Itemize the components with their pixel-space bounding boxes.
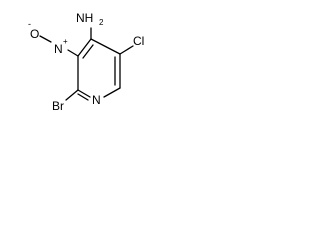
bond-c6-n1 [103, 87, 121, 98]
bond-c3-nitro [67, 49, 79, 57]
bond-c5-cl [119, 45, 134, 55]
amine-subscript: 2 [99, 18, 104, 27]
bond-c2-br [65, 89, 79, 101]
molecule-drawing: NH 2 Cl N + O - N Br [28, 11, 144, 113]
bond-n1-c2 [77, 89, 91, 98]
bromine-label: Br [52, 99, 64, 113]
chlorine-label: Cl [133, 34, 144, 48]
bond-nitro-o [39, 35, 52, 43]
amine-label: NH [76, 11, 93, 25]
nitro-oxygen-charge: - [28, 19, 31, 29]
bond-c3-c4 [77, 38, 92, 57]
bond-c3-c4-inner [82, 44, 94, 59]
nitro-nitrogen-label: N [54, 42, 63, 56]
structure-canvas: NH 2 Cl N + O - N Br [0, 0, 162, 154]
ring-nitrogen-label: N [92, 93, 101, 107]
bond-n1-c2-inner [77, 93, 89, 101]
nitro-oxygen-label: O [30, 27, 39, 41]
nitro-nitrogen-charge: + [63, 37, 68, 46]
bond-c4-c5 [90, 38, 121, 55]
